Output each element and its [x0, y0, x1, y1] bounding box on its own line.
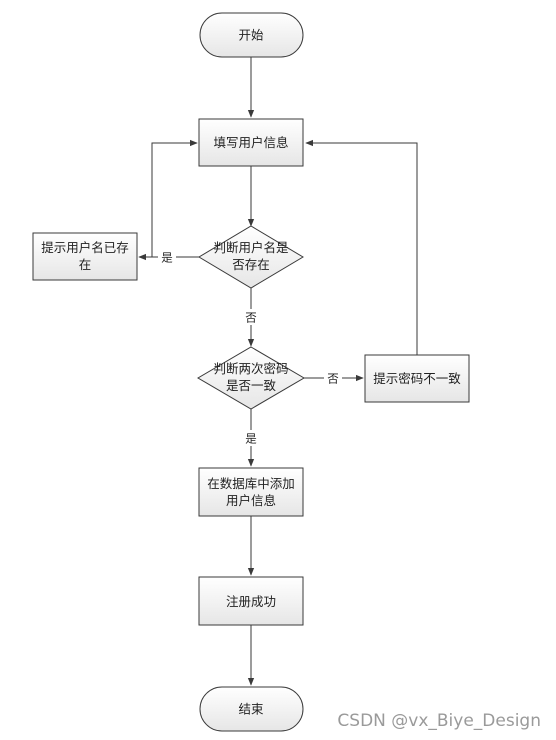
- name-exists-label-line1: 提示用户名已存: [41, 240, 129, 255]
- check-name-diamond: [198, 225, 304, 289]
- check-name-label-line1: 判断用户名是: [213, 240, 289, 255]
- edge-label-name-yes: 是: [161, 251, 173, 265]
- check-pwd-label-line1: 判断两次密码: [213, 361, 288, 376]
- start-terminal: [199, 12, 304, 58]
- end-label: 结束: [238, 702, 264, 717]
- fill-info-box: [198, 118, 304, 167]
- edge-name-exists-back: [151, 139, 198, 257]
- check-pwd-label-line2: 是否一致: [226, 378, 277, 393]
- edge-label-pwd-no: 否: [327, 372, 339, 386]
- check-pwd-diamond: [197, 346, 305, 410]
- success-box: [198, 576, 304, 626]
- add-db-box: [198, 467, 304, 517]
- start-label: 开始: [238, 28, 264, 43]
- name-exists-label-line2: 在: [79, 257, 92, 272]
- edge-pwd-mismatch-back: [305, 139, 418, 355]
- edge-label-name-no: 否: [245, 311, 257, 325]
- check-name-label-line2: 否存在: [232, 257, 270, 272]
- fill-info-label: 填写用户信息: [213, 135, 288, 150]
- success-label: 注册成功: [226, 594, 276, 609]
- watermark: CSDN @vx_Biye_Design: [337, 711, 541, 731]
- pwd-mismatch-box: [364, 354, 470, 403]
- pwd-mismatch-label: 提示密码不一致: [373, 371, 461, 386]
- add-db-label-line1: 在数据库中添加: [207, 476, 295, 491]
- add-db-label-line2: 用户信息: [226, 493, 276, 508]
- name-exists-box: [32, 232, 138, 281]
- edge-label-pwd-yes: 是: [245, 432, 257, 446]
- end-terminal: [199, 686, 304, 732]
